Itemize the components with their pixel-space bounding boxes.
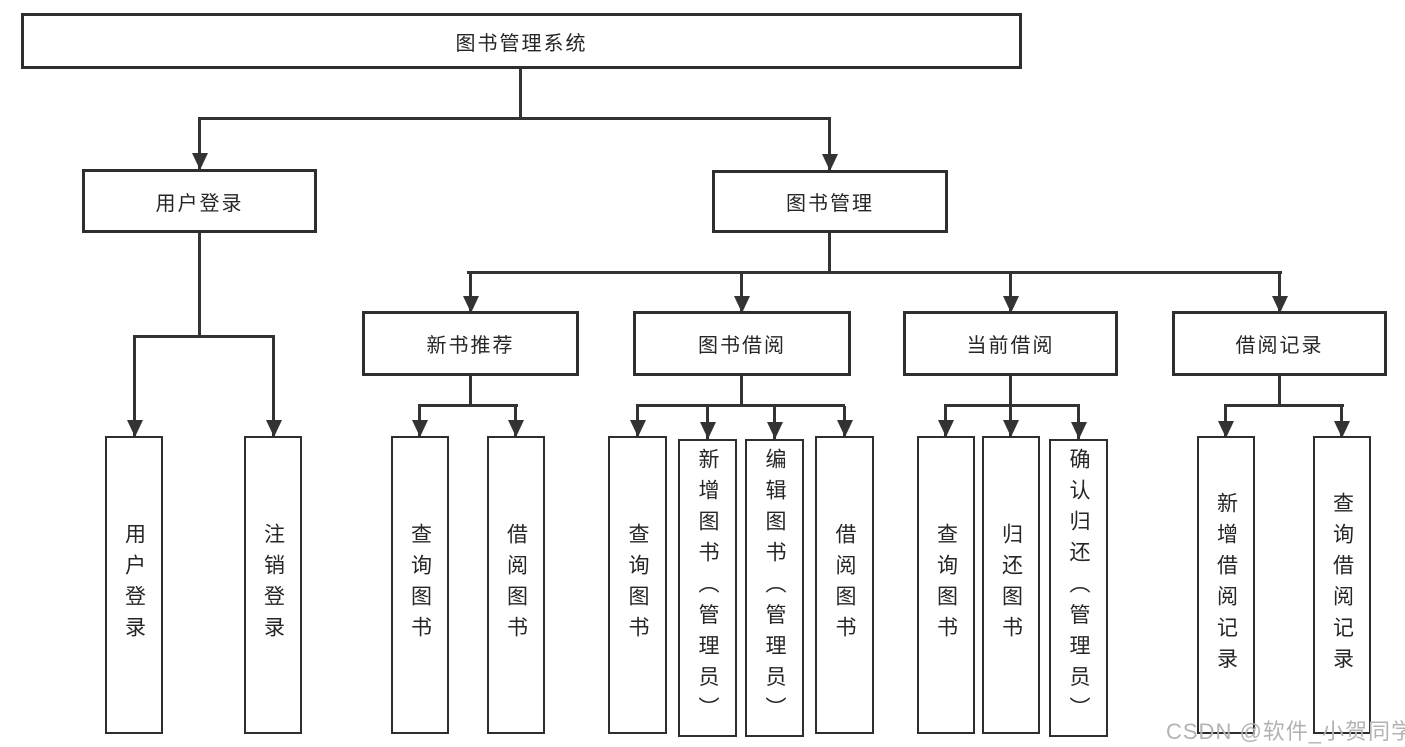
leaf-recommend-query-books-label: 查询图书 [408,522,432,648]
leaf-current-return-books: 归还图书 [982,436,1040,734]
arrow-to-current-return [1009,406,1012,437]
arrow-to-current-query [944,406,947,437]
arrow-to-user-login [198,119,201,170]
arrow-to-borrow-query [636,406,639,437]
arrow-to-recommend-borrow [514,406,517,437]
node-book-management: 图书管理 [712,170,948,233]
connector-borrow-stem [740,374,743,406]
leaf-borrow-add-books-admin: 新增图书（管理员） [678,439,737,737]
leaf-records-query-record-label: 查询借阅记录 [1330,491,1354,679]
connector-book-management-rail [467,271,1282,274]
leaf-user-login: 用户登录 [105,436,163,734]
connector-current-stem [1009,374,1012,406]
leaf-records-add-record-label: 新增借阅记录 [1214,491,1238,679]
connector-book-management-stem [828,232,831,274]
leaf-current-query-books: 查询图书 [917,436,975,734]
leaf-borrow-add-books-admin-label: 新增图书（管理员） [696,448,719,728]
arrow-to-borrow-borrow [843,406,846,437]
connector-current-rail [944,404,1080,407]
leaf-logout-label: 注销登录 [261,522,285,648]
leaf-current-confirm-return-admin-label: 确认归还（管理员） [1067,448,1090,728]
leaf-records-query-record: 查询借阅记录 [1313,436,1371,734]
arrow-to-borrow-edit [773,406,776,439]
arrow-to-recommend-query [418,406,421,437]
node-borrow-records: 借阅记录 [1172,311,1387,376]
leaf-recommend-borrow-books: 借阅图书 [487,436,545,734]
node-current-borrow: 当前借阅 [903,311,1118,376]
arrow-to-current-borrow [1009,273,1012,313]
node-root: 图书管理系统 [21,13,1022,69]
connector-root-rail [198,117,831,120]
connector-recommend-stem [469,374,472,406]
connector-user-login-rail [133,335,275,338]
arrow-to-borrow-records [1278,273,1281,313]
connector-user-login-stem [198,232,201,338]
leaf-records-add-record: 新增借阅记录 [1197,436,1255,734]
node-book-borrow: 图书借阅 [633,311,851,376]
csdn-watermark: CSDN @软件_小贺同学 [1166,719,1405,744]
leaf-current-query-books-label: 查询图书 [934,522,958,648]
leaf-logout: 注销登录 [244,436,302,734]
arrow-to-leaf-user-login [133,337,136,437]
connector-records-stem [1278,374,1281,406]
leaf-borrow-query-books: 查询图书 [608,436,667,734]
connector-borrow-rail [636,404,845,407]
node-user-login: 用户登录 [82,169,317,233]
leaf-borrow-edit-books-admin: 编辑图书（管理员） [745,439,804,737]
arrow-to-book-borrow [740,273,743,313]
arrow-to-new-book-recommend [469,273,472,313]
connector-root-stem [519,66,522,119]
node-new-book-recommend: 新书推荐 [362,311,579,376]
leaf-current-return-books-label: 归还图书 [999,522,1023,648]
leaf-recommend-borrow-books-label: 借阅图书 [504,522,528,648]
leaf-recommend-query-books: 查询图书 [391,436,449,734]
connector-recommend-rail [418,404,518,407]
arrow-to-book-management [828,119,831,171]
leaf-user-login-label: 用户登录 [122,522,146,648]
arrow-to-current-confirm [1077,406,1080,439]
arrow-to-leaf-logout [272,337,275,437]
arrow-to-records-query [1340,406,1343,438]
leaf-borrow-borrow-books-label: 借阅图书 [833,522,856,648]
leaf-current-confirm-return-admin: 确认归还（管理员） [1049,439,1108,737]
leaf-borrow-query-books-label: 查询图书 [626,522,649,648]
leaf-borrow-borrow-books: 借阅图书 [815,436,874,734]
leaf-borrow-edit-books-admin-label: 编辑图书（管理员） [763,448,786,728]
arrow-to-records-add [1224,406,1227,438]
connector-records-rail [1224,404,1344,407]
arrow-to-borrow-add [706,406,709,439]
